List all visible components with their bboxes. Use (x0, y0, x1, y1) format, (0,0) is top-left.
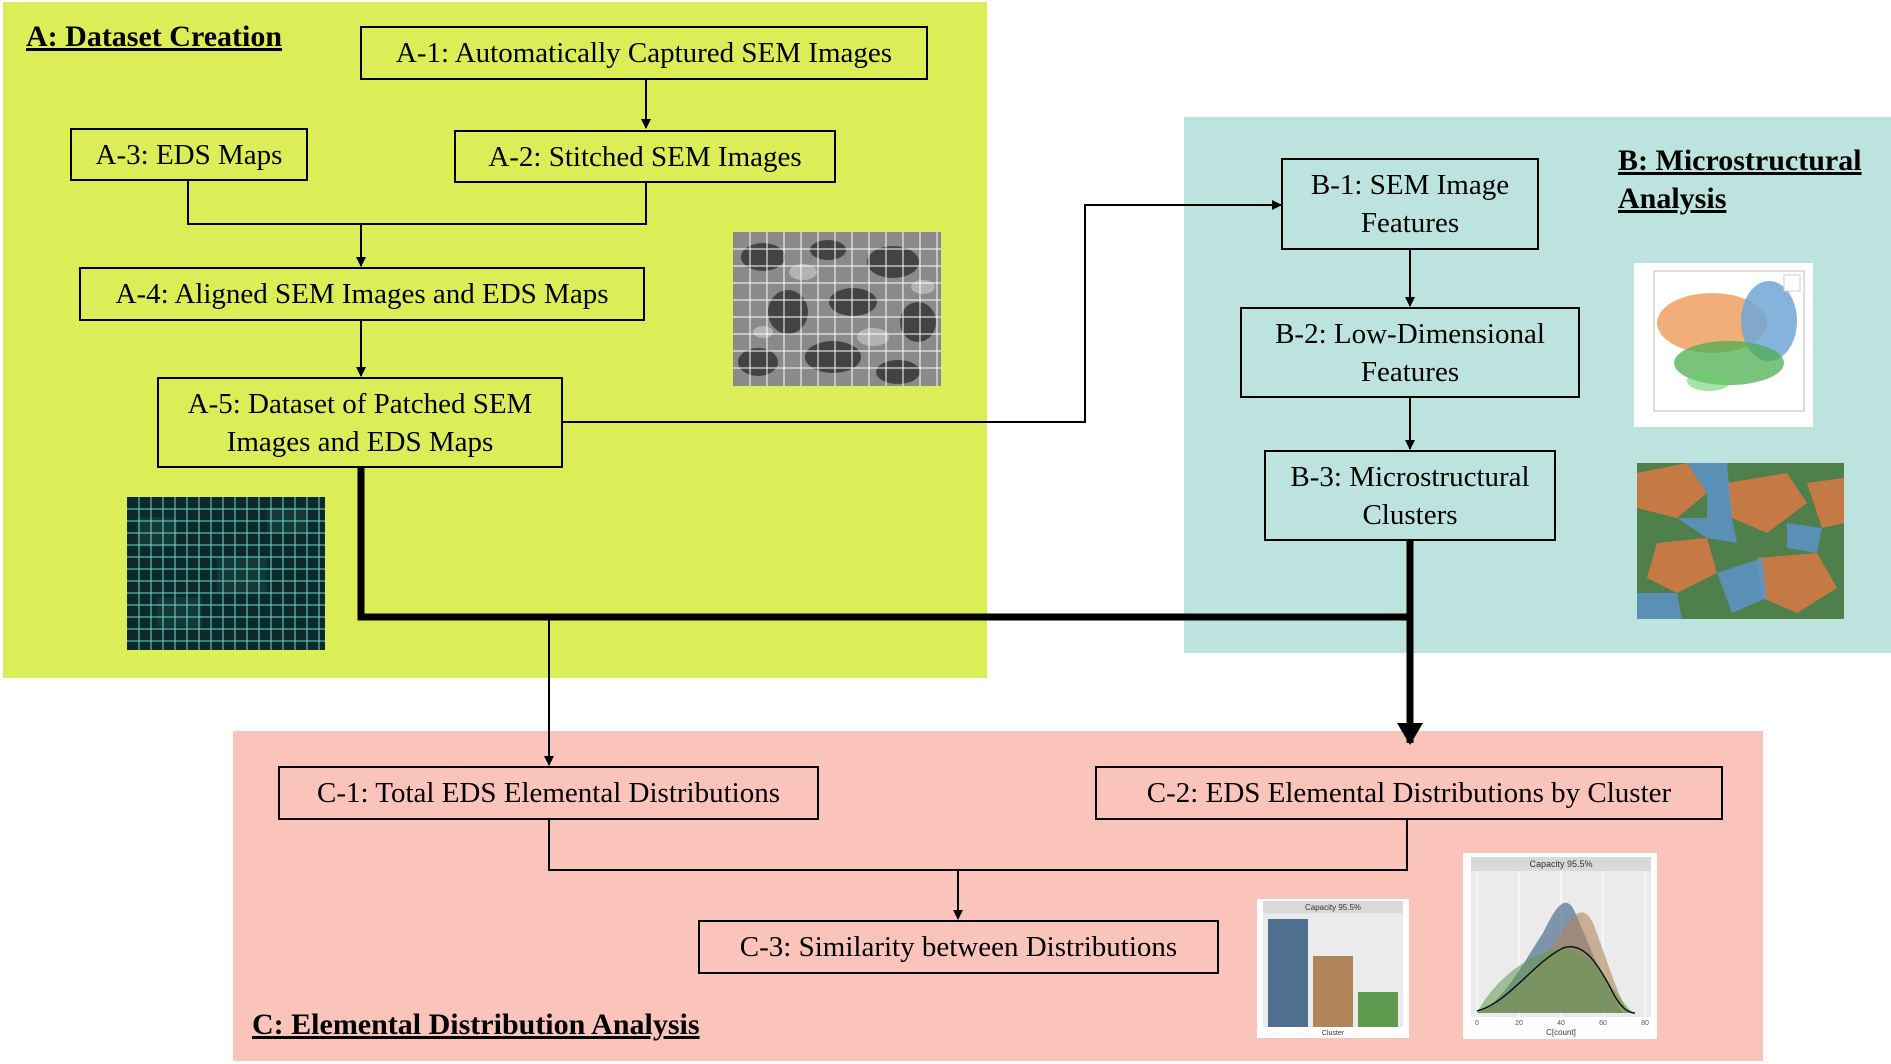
patched-eds-grid-image (127, 497, 325, 650)
arrow-a5-b1 (563, 200, 1282, 423)
box-a5: A-5: Dataset of Patched SEM Images and E… (157, 377, 563, 468)
box-c1: C-1: Total EDS Elemental Distributions (278, 766, 819, 820)
bar-cluster-1 (1268, 919, 1308, 1027)
clustered-sem-overlay-image (1637, 463, 1844, 619)
box-b3: B-3: Microstructural Clusters (1264, 450, 1556, 541)
box-a4: A-4: Aligned SEM Images and EDS Maps (79, 267, 645, 321)
panel-b-title: B: Microstructural Analysis (1618, 144, 1862, 215)
bar-chart-title: Capacity 95.5% (1305, 903, 1361, 912)
cluster-scatter-plot-image (1634, 263, 1813, 427)
density-series-3 (1477, 948, 1633, 1013)
density-chart-image: Capacity 95.5% 0 20 40 60 80 C[count] (1463, 853, 1657, 1039)
box-b2: B-2: Low-Dimensional Features (1240, 307, 1580, 398)
density-chart-xlabel: C[count] (1546, 1028, 1576, 1037)
density-chart-title: Capacity 95.5% (1529, 859, 1592, 869)
box-a3: A-3: EDS Maps (70, 128, 308, 181)
bar-chart-xlabel: Cluster (1322, 1030, 1345, 1037)
line-c2-merge (958, 820, 1408, 871)
bar-cluster-3 (1358, 992, 1398, 1027)
thick-line-a5-bus (357, 468, 1410, 621)
cluster-bar-chart-image: Capacity 95.5% Cluster (1257, 899, 1409, 1038)
density-tick-40: 40 (1557, 1020, 1565, 1027)
density-tick-0: 0 (1475, 1020, 1479, 1027)
line-a3-merge (187, 181, 361, 225)
box-c2: C-2: EDS Elemental Distributions by Clus… (1095, 766, 1723, 820)
bar-cluster-2 (1313, 956, 1353, 1027)
density-tick-80: 80 (1641, 1020, 1649, 1027)
box-a1: A-1: Automatically Captured SEM Images (360, 26, 928, 80)
line-c1-merge (548, 820, 958, 871)
panel-c-title: C: Elemental Distribution Analysis (252, 1008, 700, 1041)
box-c3: C-3: Similarity between Distributions (698, 920, 1219, 974)
panel-a-title: A: Dataset Creation (26, 20, 283, 53)
stitched-sem-grid-image (733, 232, 941, 386)
box-a2: A-2: Stitched SEM Images (454, 130, 836, 183)
density-tick-60: 60 (1599, 1020, 1607, 1027)
density-tick-20: 20 (1515, 1020, 1523, 1027)
density-total-line (1476, 946, 1636, 1014)
line-a2-merge (361, 183, 647, 225)
box-b1: B-1: SEM Image Features (1281, 158, 1539, 250)
